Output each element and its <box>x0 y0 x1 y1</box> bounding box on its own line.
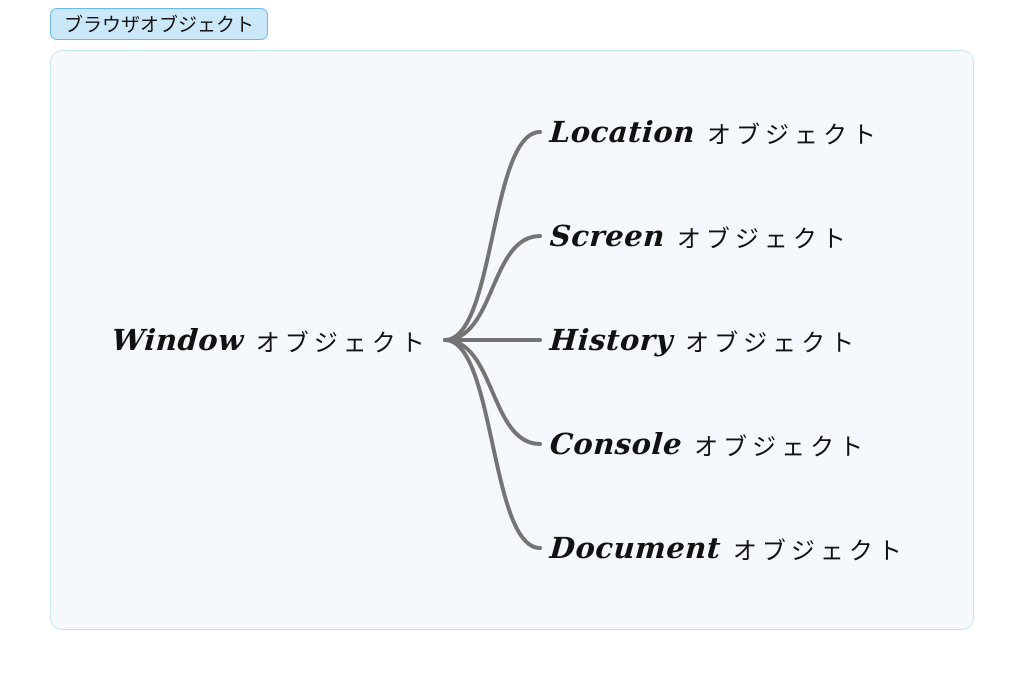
child-node-name: History <box>548 323 675 357</box>
child-node-suffix: オブジェクト <box>694 432 869 461</box>
child-node-screen: Screen オブジェクト <box>548 216 851 256</box>
connector-console <box>443 338 542 446</box>
child-node-location: Location オブジェクト <box>548 112 882 152</box>
child-node-suffix: オブジェクト <box>707 120 882 149</box>
connector-location <box>443 130 542 342</box>
child-node-name: Document <box>548 531 723 565</box>
root-node-window: Window オブジェクト <box>110 320 430 360</box>
child-node-name: Screen <box>548 219 667 253</box>
connector-document <box>443 338 542 550</box>
child-node-document: Document オブジェクト <box>548 528 907 568</box>
child-node-console: Console オブジェクト <box>548 424 869 464</box>
root-node-name: Window <box>110 323 245 357</box>
child-node-name: Location <box>548 115 697 149</box>
child-node-name: Console <box>548 427 684 461</box>
root-node-suffix: オブジェクト <box>255 328 430 357</box>
child-node-history: History オブジェクト <box>548 320 860 360</box>
section-tag: ブラウザオブジェクト <box>50 8 269 40</box>
connector-screen <box>443 234 542 342</box>
child-node-suffix: オブジェクト <box>676 224 851 253</box>
child-node-suffix: オブジェクト <box>732 536 907 565</box>
child-node-suffix: オブジェクト <box>685 328 860 357</box>
